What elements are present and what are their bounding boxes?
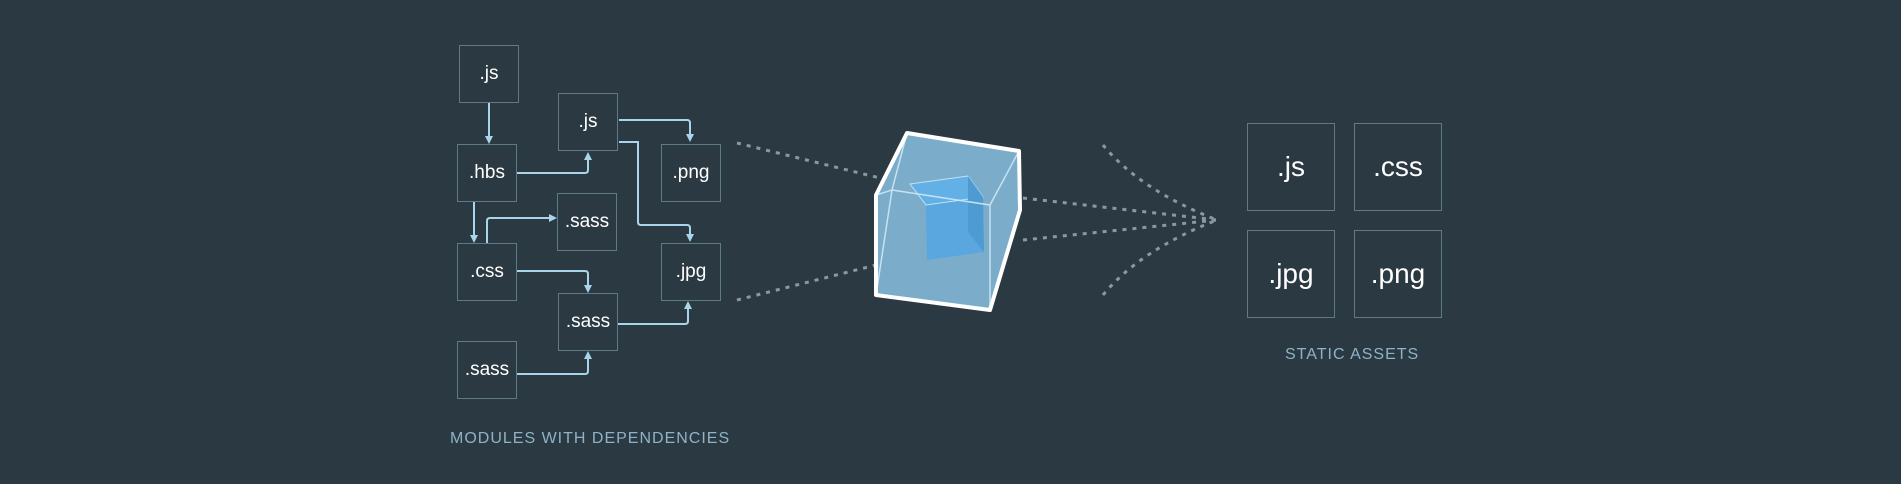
module-sass-mid: .sass [557,193,617,251]
module-js-mid-label: .js [578,111,598,132]
arrow-js-to-png [619,119,694,142]
output-dashes [1022,144,1218,296]
module-sass-bottom-label: .sass [464,359,510,380]
module-sass-mid-label: .sass [564,211,610,232]
module-png: .png [661,144,721,202]
asset-css: .css [1354,123,1442,211]
cube-outline [874,131,1022,312]
module-sass-low: .sass [558,293,618,351]
modules-caption: MODULES WITH DEPENDENCIES [450,430,731,447]
dash-output-arc-bottom [1101,218,1218,296]
asset-js-label: .js [1277,151,1305,182]
module-sass-low-label: .sass [565,311,611,332]
arrow-sass-to-jpg [618,301,692,325]
cube-inner-right [968,176,984,252]
module-js-top: .js [459,45,519,103]
module-jpg: .jpg [661,243,721,301]
dependency-arrows [470,102,694,375]
arrow-css-to-sass [486,214,557,243]
arrow-sass-to-sass [516,351,592,375]
asset-css-label: .css [1373,151,1423,182]
module-jpg-label: .jpg [675,261,707,282]
arrow-css-to-sass-low [516,270,592,293]
arrow-hbs-to-js [516,152,592,174]
module-js-top-label: .js [479,63,499,84]
assets-caption: STATIC ASSETS [1285,346,1420,363]
module-css: .css [457,243,517,301]
asset-png: .png [1354,230,1442,318]
dash-input-top [736,141,881,180]
module-png-label: .png [672,162,710,183]
module-sass-bottom: .sass [457,341,517,399]
input-dashes [736,141,881,302]
dash-output-upper [1022,196,1218,222]
module-css-label: .css [470,261,504,282]
module-hbs: .hbs [457,144,517,202]
dash-output-arc-top [1101,144,1218,222]
asset-jpg-label: .jpg [1268,258,1314,289]
asset-jpg: .jpg [1247,230,1335,318]
module-js-mid: .js [558,93,618,151]
dash-input-bottom [736,262,881,302]
module-hbs-label: .hbs [469,162,505,183]
asset-js: .js [1247,123,1335,211]
arrow-js-to-jpg [619,141,694,242]
asset-png-label: .png [1370,258,1426,289]
bundler-cube-icon [874,131,1022,312]
dash-output-lower [1022,218,1218,242]
